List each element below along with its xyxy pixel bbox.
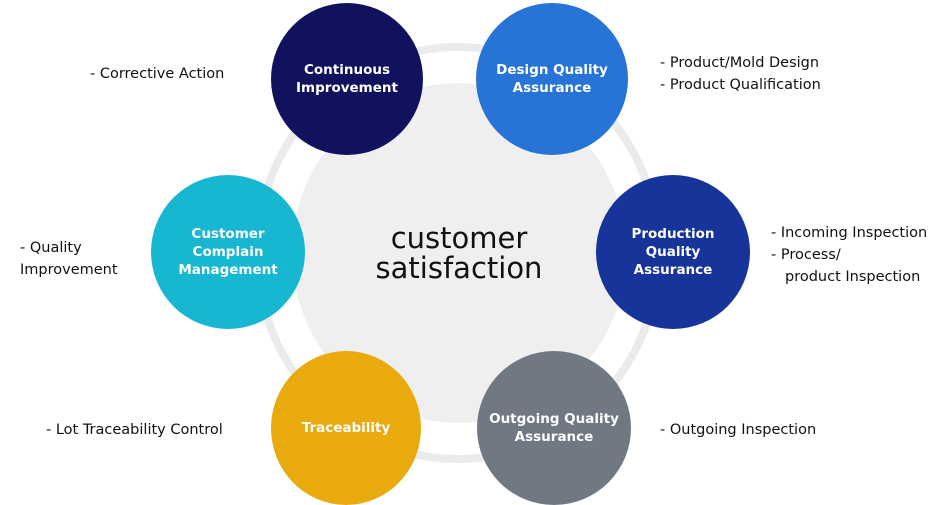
note-continuous-improvement: - Corrective Action [90,63,224,85]
node-production-quality-assurance: Production Quality Assurance [596,175,750,329]
center-label: customer satisfaction [375,221,543,285]
note-line: - Product Qualification [660,77,821,93]
note-customer-complain-management: - Quality Improvement [20,237,118,281]
note-line: - Incoming Inspection [771,225,928,241]
node-customer-complain-management: Customer Complain Management [151,175,305,329]
note-traceability: - Lot Traceability Control [46,419,223,441]
note-line: - Outgoing Inspection [660,422,817,438]
note-outgoing-quality-assurance: - Outgoing Inspection [660,419,816,441]
note-line: - Product/Mold Design [660,55,820,71]
note-line: Improvement [20,262,118,278]
node-continuous-improvement: Continuous Improvement [271,3,423,155]
note-line: - Quality [20,240,82,256]
node-traceability: Traceability [271,351,421,505]
node-outgoing-quality-assurance: Outgoing Quality Assurance [477,351,631,505]
note-production-quality-assurance: - Incoming Inspection - Process/ product… [771,222,927,288]
node-design-quality-assurance: Design Quality Assurance [476,3,628,155]
note-line: product Inspection [785,269,921,285]
note-line: - Process/ [771,247,841,263]
note-line: - Lot Traceability Control [46,422,223,438]
note-design-quality-assurance: - Product/Mold Design - Product Qualific… [660,52,821,96]
note-line: - Corrective Action [90,66,225,82]
